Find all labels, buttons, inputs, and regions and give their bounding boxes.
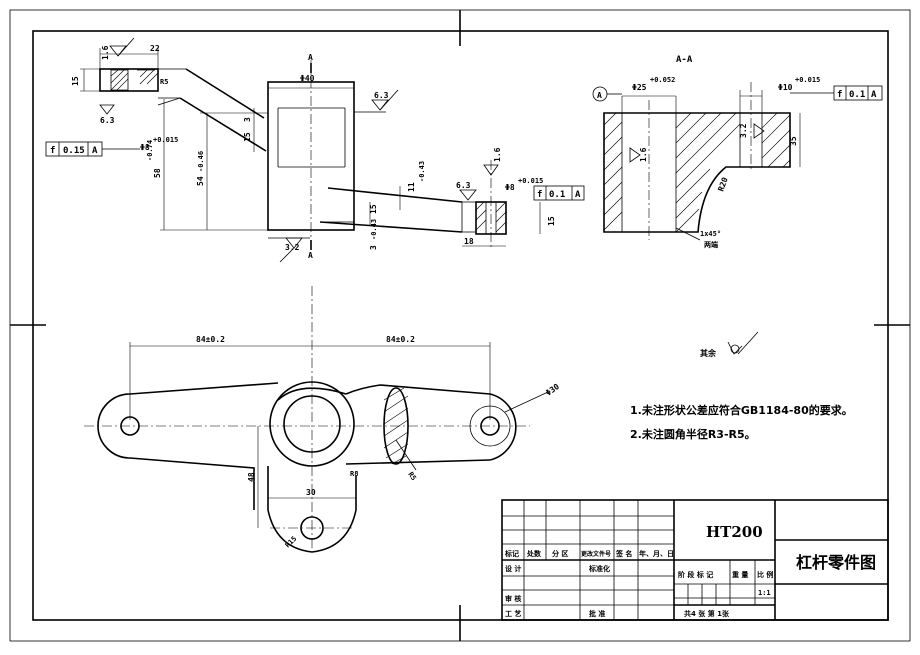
- dim-r8: R8: [350, 470, 358, 478]
- rough-6-3-b: 6.3: [456, 181, 471, 190]
- tb-stage: 阶 段 标 记: [678, 570, 713, 579]
- svg-text:f: f: [537, 190, 542, 200]
- part-name: 杠杆零件图: [796, 553, 876, 572]
- dim-48: 48: [247, 472, 256, 482]
- note-1: 1.未注形状公差应符合GB1184-80的要求。: [630, 403, 853, 417]
- rough-1-6: 1.6: [101, 45, 110, 60]
- th-sign: 签 名: [615, 549, 632, 558]
- svg-text:+0.015: +0.015: [795, 76, 820, 84]
- other-rough-label: 其余: [700, 348, 717, 358]
- th-zone: 分 区: [552, 549, 568, 558]
- rough-3-2: 3.2: [285, 243, 300, 252]
- tb-standard: 标准化: [588, 564, 610, 573]
- dim-dia10: Φ10: [778, 83, 793, 92]
- dim-dia25: Φ25: [632, 83, 647, 92]
- svg-text:-0.74: -0.74: [146, 140, 154, 161]
- dim-r5: R5: [406, 471, 417, 483]
- dim-dia30: Φ30: [544, 382, 561, 398]
- flatness-frame-middle: f 0.1 A: [533, 185, 585, 201]
- section-a-a: A-A A Φ25 +0.052 Φ10 +0.0: [592, 55, 883, 249]
- dim-hole8: Φ8: [140, 143, 150, 152]
- rough-1-6-b: 1.6: [493, 147, 502, 162]
- datum-a: A: [597, 91, 602, 100]
- dim-15b: 15: [243, 132, 252, 142]
- title-block: 标记 处数 分 区 更改文件号 签 名 年、月、日 设 计 标准化 审 核 工 …: [501, 499, 889, 621]
- dim-dia8b: Φ8: [505, 183, 515, 192]
- rib-section: [383, 387, 409, 465]
- tb-design: 设 计: [505, 564, 521, 573]
- dim-3: 3: [243, 117, 252, 122]
- dim-3b: 3: [369, 245, 378, 250]
- dim-22: 22: [150, 44, 160, 53]
- hub-bore: [283, 395, 341, 453]
- flatness-frame-left: f 0.15 A: [45, 141, 140, 157]
- note-2: 2.未注圆角半径R3-R5。: [630, 427, 756, 441]
- dim-35: 35: [789, 136, 798, 146]
- dim-58: 58: [153, 168, 162, 178]
- svg-text:A: A: [92, 146, 98, 156]
- rough-6-3-right: 6.3: [374, 91, 389, 100]
- dim-15d: 15: [369, 204, 378, 214]
- svg-text:0.1: 0.1: [849, 90, 865, 100]
- chamfer-note: 两端: [704, 240, 718, 249]
- rough-symbol-icon: [730, 344, 740, 354]
- th-change: 更改文件号: [581, 550, 611, 558]
- th-mark: 标记: [504, 549, 519, 558]
- tb-scale-value: 1:1: [758, 589, 771, 597]
- svg-text:-0.43: -0.43: [370, 219, 378, 240]
- dim-54: 54: [196, 176, 205, 186]
- hub-outer: [269, 381, 355, 467]
- section-a-top: A: [308, 53, 313, 62]
- tb-review: 审 核: [505, 594, 521, 603]
- front-view: 22 15 R5 1.6 6.3 A A Φ40: [45, 37, 585, 263]
- tb-process: 工 艺: [505, 609, 521, 618]
- dim-chamfer: 1x45°: [700, 230, 721, 238]
- dim-84-left: 84±0.2: [196, 335, 225, 344]
- top-view: 84±0.2 84±0.2 Φ30 48 30 R8 R5 R15: [84, 286, 561, 553]
- tb-weight: 重 量: [732, 570, 748, 579]
- svg-text:0.15: 0.15: [63, 146, 85, 156]
- rough-3-2-c: 3.2: [739, 123, 748, 138]
- material: HT200: [706, 523, 763, 541]
- rough-1-6-c: 1.6: [639, 147, 648, 162]
- section-title: A-A: [676, 55, 693, 65]
- th-count: 处数: [526, 549, 542, 558]
- svg-text:+0.015: +0.015: [153, 136, 178, 144]
- tb-scale-label: 比 例: [757, 570, 773, 579]
- dim-dia40: Φ40: [300, 74, 315, 83]
- top-section: [99, 68, 159, 92]
- svg-text:A: A: [871, 90, 877, 100]
- dim-11: 11: [407, 182, 416, 192]
- dim-15: 15: [71, 76, 80, 86]
- svg-text:+0.052: +0.052: [650, 76, 675, 84]
- dim-r20: R20: [716, 176, 729, 193]
- rough-6-3-left: 6.3: [100, 116, 115, 125]
- svg-text:-0.46: -0.46: [197, 151, 205, 172]
- flatness-frame-right: f 0.1 A: [790, 85, 883, 101]
- svg-text:+0.015: +0.015: [518, 177, 543, 185]
- svg-text:-0.43: -0.43: [418, 161, 426, 182]
- tb-approve: 批 准: [589, 609, 605, 618]
- th-date: 年、月、日: [639, 549, 674, 558]
- svg-text:A: A: [575, 190, 581, 200]
- dim-30: 30: [306, 488, 316, 497]
- svg-text:f: f: [50, 146, 55, 156]
- svg-text:f: f: [837, 90, 842, 100]
- section-outline: [603, 112, 791, 233]
- svg-text:0.1: 0.1: [549, 190, 565, 200]
- tb-sheets: 共4 张 第 1张: [684, 609, 730, 618]
- section-a-bottom: A: [308, 251, 313, 260]
- dim-18: 18: [464, 237, 474, 246]
- dim-15c: 15: [547, 216, 556, 226]
- fillet-r5: R5: [160, 78, 168, 86]
- dim-84-right: 84±0.2: [386, 335, 415, 344]
